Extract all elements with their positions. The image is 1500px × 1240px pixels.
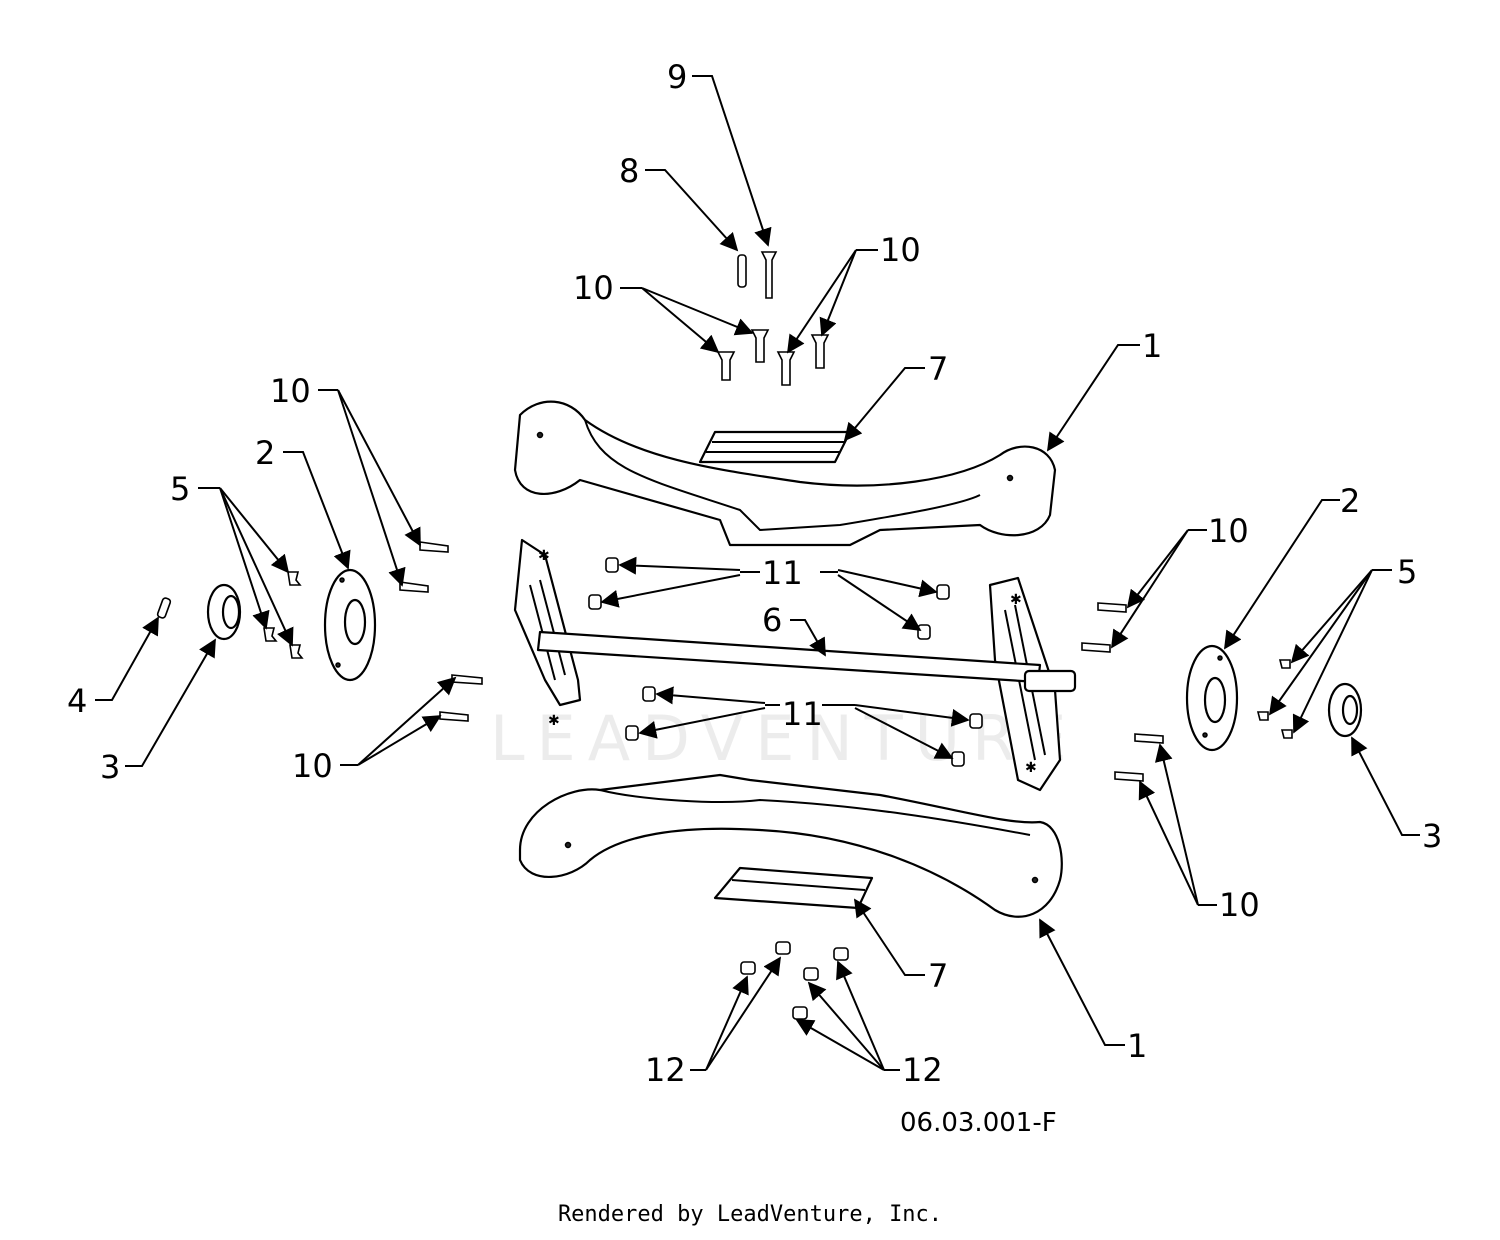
rivet-part-9 xyxy=(760,251,778,299)
callout-10-left-upper: 10 xyxy=(270,372,311,410)
callout-11-lower: 11 xyxy=(782,695,823,733)
lower-plate-part-7 xyxy=(713,866,874,910)
callout-1-top: 1 xyxy=(1142,327,1162,365)
callout-2-right: 2 xyxy=(1340,482,1360,520)
callout-8: 8 xyxy=(619,152,639,190)
svg-text:✱: ✱ xyxy=(548,713,560,729)
callout-7-top: 7 xyxy=(928,350,948,388)
callout-3-left: 3 xyxy=(100,748,120,786)
callout-labels: 9 8 10 10 1 7 10 2 5 4 3 10 11 6 11 10 2… xyxy=(67,58,1442,1089)
callout-10-top-right: 10 xyxy=(880,231,921,269)
top-bolts-part-10 xyxy=(716,329,830,386)
callout-12-left: 12 xyxy=(645,1051,686,1089)
pin-part-8 xyxy=(737,254,747,288)
right-bolts-part-10 xyxy=(1081,602,1164,782)
callout-7-bottom: 7 xyxy=(928,957,948,995)
upper-frame-part-1 xyxy=(513,400,1057,547)
footer-credit: Rendered by LeadVenture, Inc. xyxy=(557,1202,943,1227)
callout-10-right-lower: 10 xyxy=(1219,886,1260,924)
svg-text:✱: ✱ xyxy=(538,548,550,564)
callout-10-right-upper: 10 xyxy=(1208,512,1249,550)
callout-5-left: 5 xyxy=(170,470,190,508)
upper-plate-part-7 xyxy=(698,430,852,464)
svg-text:✱: ✱ xyxy=(1025,760,1037,776)
callout-2-left: 2 xyxy=(255,434,275,472)
callout-10-top-left: 10 xyxy=(573,269,614,307)
callout-11-upper: 11 xyxy=(762,554,803,592)
svg-text:✱: ✱ xyxy=(1010,592,1022,608)
left-hub-part-2 xyxy=(323,568,377,682)
shaft-part-6 xyxy=(536,630,1077,693)
callout-3-right: 3 xyxy=(1422,817,1442,855)
drawing-number: 06.03.001-F xyxy=(900,1108,1057,1138)
callout-10-left-lower: 10 xyxy=(292,747,333,785)
callout-5-right: 5 xyxy=(1397,553,1417,591)
callout-12-right: 12 xyxy=(902,1051,943,1089)
leader-lines xyxy=(95,75,1420,1071)
key-part-4 xyxy=(156,597,172,619)
nuts-part-11 xyxy=(588,557,983,767)
callout-6: 6 xyxy=(762,601,782,639)
right-hub-part-2 xyxy=(1185,644,1239,752)
left-bolts-part-10 xyxy=(399,541,483,722)
left-bearing-part-3 xyxy=(206,583,242,641)
bottom-nuts-part-12 xyxy=(740,941,849,1020)
right-bolts-part-5 xyxy=(1256,659,1293,739)
lower-frame-part-1 xyxy=(518,773,1063,918)
callout-1-bottom: 1 xyxy=(1127,1027,1147,1065)
left-bolts-part-5 xyxy=(263,571,304,659)
callout-4: 4 xyxy=(67,682,87,720)
right-bearing-part-3 xyxy=(1327,682,1363,738)
callout-9: 9 xyxy=(667,58,687,96)
